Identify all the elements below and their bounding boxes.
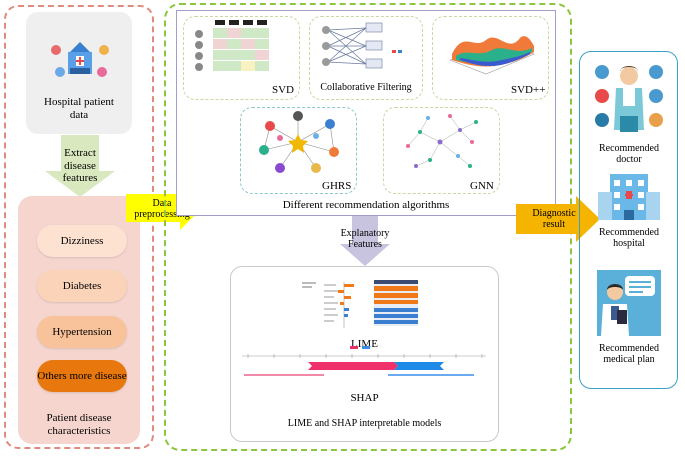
recommended-hospital-label: Recommended hospital	[599, 226, 659, 250]
disease-pill-dizziness: Dizziness	[37, 225, 127, 257]
gnn-graph-icon	[406, 114, 478, 168]
gnn-card	[383, 107, 500, 194]
disease-pill-others: Others more disease	[37, 360, 127, 392]
shap-label: SHAP	[350, 391, 379, 404]
svd-label: SVD	[272, 84, 295, 96]
recommended-doctor-label: Recommended doctor	[599, 142, 659, 166]
ghrs-graph-icon	[259, 111, 339, 173]
collaborative-filtering-network-icon	[322, 22, 402, 69]
extract-features-arrow	[45, 135, 115, 197]
algorithms-title: Different recommendation algorithms	[282, 198, 450, 211]
hospital-building-icon	[598, 174, 660, 220]
svdpp-surface-icon	[449, 36, 535, 75]
gnn-label: GNN	[470, 180, 494, 192]
interpretable-models-title: LIME and SHAP interpretable models	[287, 418, 442, 430]
disease-pill-diabetes: Diabetes	[37, 270, 127, 302]
doctor-icon	[595, 65, 663, 132]
lime-explanation-figure	[302, 280, 418, 328]
ghrs-label: GHRS	[322, 180, 352, 192]
diagnostic-result-label: Diagnostic result	[532, 207, 576, 231]
hospital-patient-data-label: Hospital patient data	[44, 96, 114, 121]
svd-matrix-icon	[195, 20, 269, 71]
explanatory-features-arrow	[340, 216, 390, 266]
extract-features-label: Extract disease features	[62, 147, 98, 185]
patient-characteristics-label: Patient disease characteristics	[46, 412, 112, 437]
shap-force-plot	[242, 346, 486, 376]
interpretable-models-card	[230, 266, 499, 442]
svdpp-label: SVD++	[511, 84, 546, 96]
hospital-icon	[51, 42, 109, 77]
left-dashed-frame	[4, 5, 154, 449]
medical-plan-icon	[597, 270, 661, 336]
disease-pill-hypertension: Hypertension	[37, 316, 127, 348]
explanatory-features-label: Explanatory Features	[340, 227, 390, 251]
right-recommendation-frame	[579, 51, 678, 389]
data-preprocessing-label: Data preprocessing	[134, 197, 190, 221]
collaborative-filtering-label: Collaborative Filtering	[320, 82, 412, 94]
recommended-medical-plan-label: Recommended medical plan	[599, 342, 659, 366]
